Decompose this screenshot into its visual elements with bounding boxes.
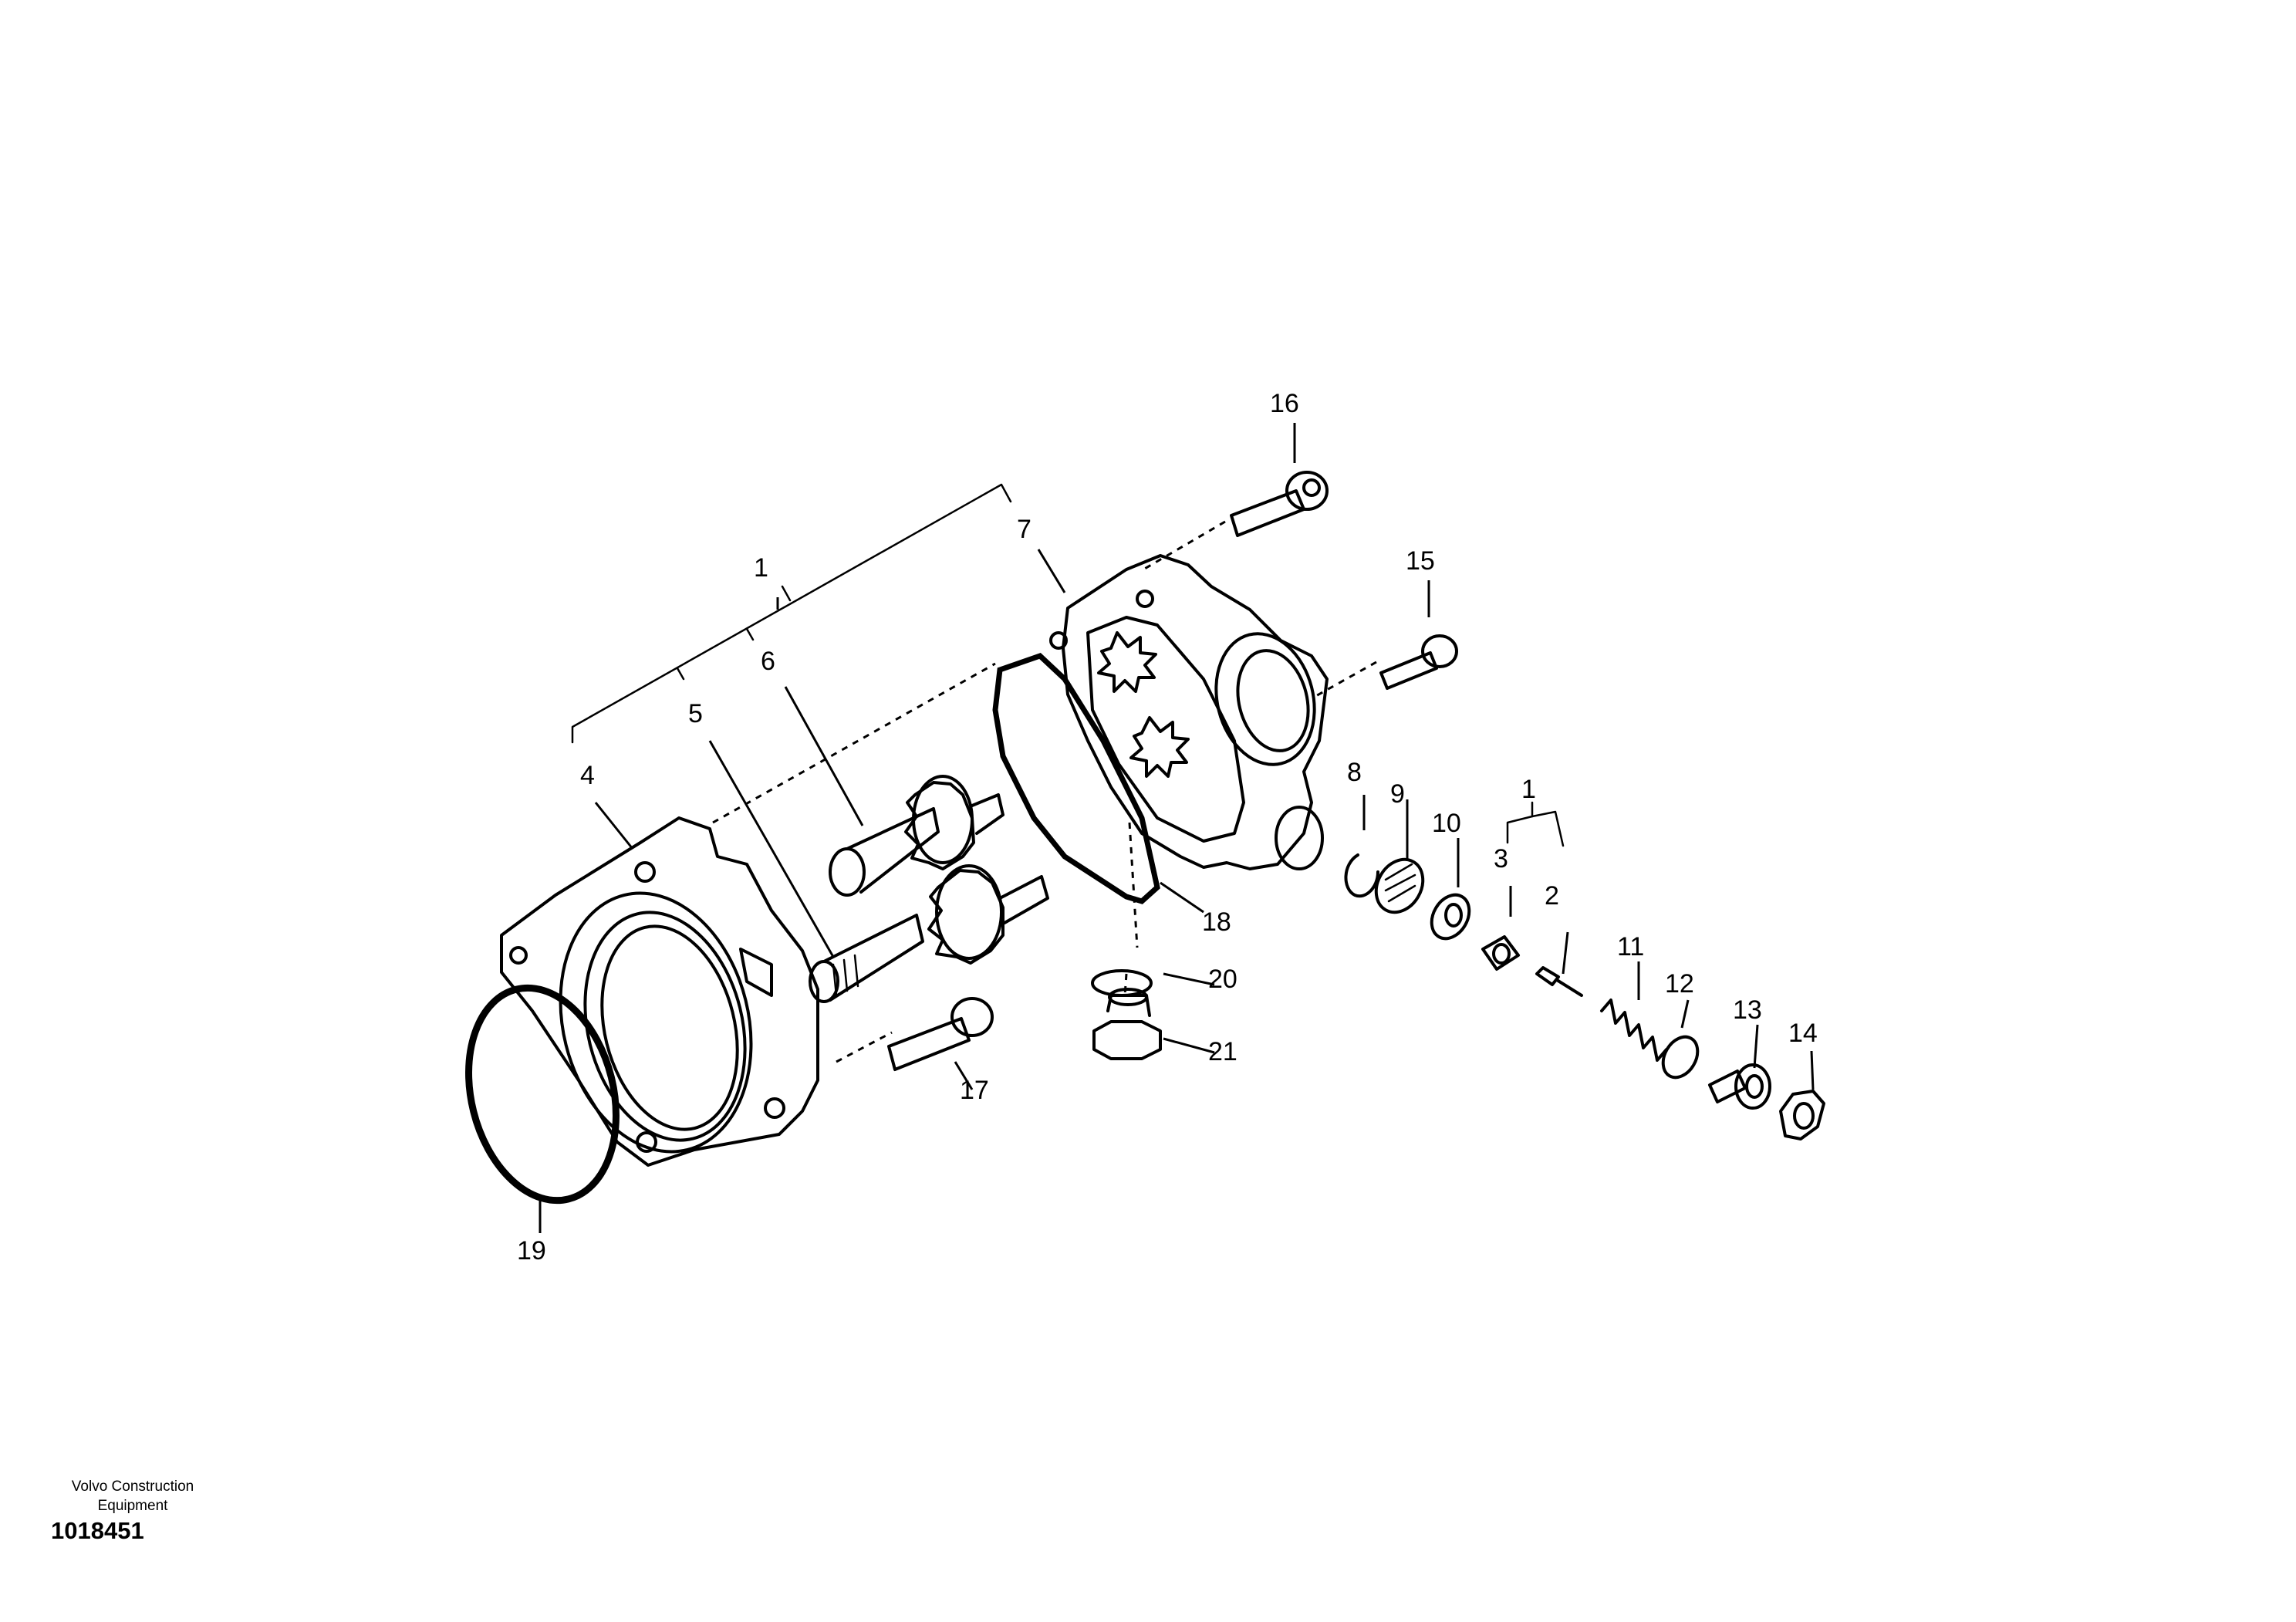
callout-3: 3 bbox=[1494, 844, 1508, 874]
lock-nut-14 bbox=[1779, 1090, 1825, 1140]
callout-18: 18 bbox=[1202, 907, 1231, 937]
poppet-2 bbox=[1535, 966, 1583, 997]
callout-16: 16 bbox=[1270, 389, 1299, 418]
callout-2: 2 bbox=[1545, 881, 1559, 911]
filter-9 bbox=[1374, 857, 1425, 914]
assembly-bracket-main bbox=[571, 483, 1012, 744]
callout-14: 14 bbox=[1788, 1019, 1818, 1048]
callout-7: 7 bbox=[1017, 515, 1032, 544]
callout-12: 12 bbox=[1665, 969, 1694, 999]
adjusting-screw-13 bbox=[1708, 1063, 1771, 1110]
bolt-17 bbox=[887, 997, 994, 1071]
callout-11: 11 bbox=[1617, 932, 1644, 961]
bolt-15 bbox=[1379, 634, 1458, 690]
manufacturer-line-2: Equipment bbox=[97, 1498, 168, 1514]
callout-6: 6 bbox=[761, 647, 775, 676]
o-ring-12 bbox=[1661, 1035, 1700, 1080]
callout-1-valve: 1 bbox=[1521, 775, 1536, 804]
leader-lines bbox=[539, 423, 1815, 1233]
callout-19: 19 bbox=[517, 1236, 546, 1265]
callout-9: 9 bbox=[1390, 779, 1405, 809]
document-number: 1018451 bbox=[51, 1517, 144, 1544]
manufacturer-line-1: Volvo Construction bbox=[71, 1478, 194, 1495]
callout-8: 8 bbox=[1347, 758, 1362, 787]
callout-21: 21 bbox=[1208, 1037, 1237, 1066]
callout-20: 20 bbox=[1208, 965, 1237, 994]
pump-housing bbox=[500, 816, 819, 1167]
callout-10: 10 bbox=[1432, 809, 1461, 838]
spring-11 bbox=[1600, 999, 1668, 1062]
snap-ring-8 bbox=[1344, 853, 1379, 898]
callout-13: 13 bbox=[1733, 995, 1762, 1025]
valve-seat-3 bbox=[1481, 935, 1520, 971]
callout-labels: 1 1 2 3 4 5 6 7 8 9 10 11 12 13 14 15 16… bbox=[517, 389, 1818, 1265]
callout-4: 4 bbox=[580, 761, 595, 790]
large-o-ring bbox=[465, 984, 620, 1205]
bolt-16 bbox=[1230, 471, 1329, 537]
manufacturer-label: Volvo Construction Equipment bbox=[40, 1477, 225, 1516]
callout-1-main: 1 bbox=[754, 553, 768, 583]
driven-gear-shaft bbox=[829, 775, 1004, 897]
assembly-axis-lines bbox=[712, 520, 1377, 1063]
pump-cover bbox=[1049, 554, 1329, 870]
callout-5: 5 bbox=[688, 699, 703, 728]
drive-gear-shaft bbox=[809, 864, 1049, 1003]
callout-17: 17 bbox=[960, 1076, 989, 1105]
washer-10 bbox=[1430, 893, 1471, 941]
plug-21 bbox=[1092, 988, 1162, 1060]
callout-15: 15 bbox=[1406, 546, 1435, 576]
